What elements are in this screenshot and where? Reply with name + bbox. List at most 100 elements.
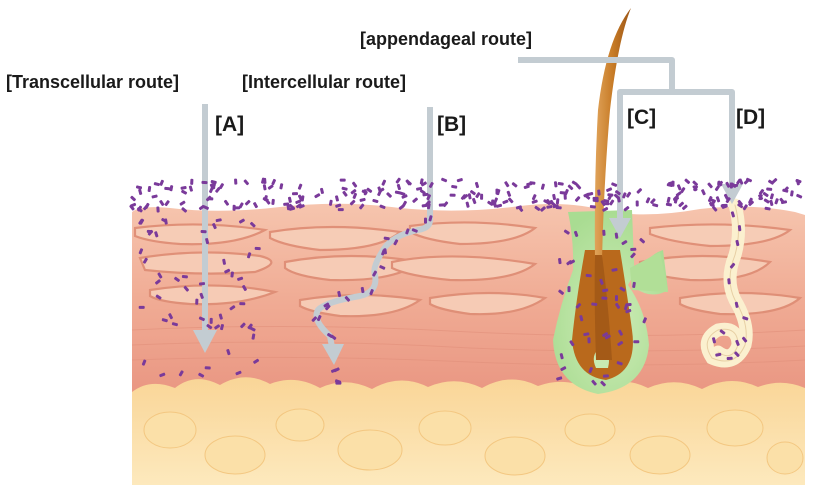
molecule-dot (247, 323, 253, 330)
molecule-dot (328, 199, 333, 206)
molecule-dot (602, 288, 609, 293)
molecule-dot (617, 340, 624, 347)
molecule-dot (337, 208, 344, 212)
molecule-dot (567, 286, 571, 293)
molecule-dot (790, 190, 794, 197)
molecule-dot (584, 194, 591, 200)
molecule-dot (279, 183, 284, 190)
molecule-dot (602, 332, 609, 338)
molecule-dot (206, 324, 213, 330)
label-d: [D] (736, 106, 765, 129)
molecule-dot (742, 204, 748, 211)
molecule-dot (597, 189, 601, 196)
molecule-dot (366, 187, 373, 193)
molecule-dot (645, 197, 651, 204)
molecule-dot (465, 201, 470, 208)
molecule-dot (237, 276, 244, 281)
molecule-dot (295, 203, 302, 209)
molecule-dot (707, 182, 713, 189)
molecule-dot (559, 191, 566, 195)
molecule-dot (359, 203, 365, 210)
molecule-dot (563, 229, 570, 235)
molecule-dot (300, 195, 305, 202)
molecule-dot (159, 200, 165, 206)
molecule-dot (398, 204, 405, 210)
molecule-dot (615, 302, 621, 309)
molecule-dot (198, 282, 206, 286)
molecule-dot (238, 202, 244, 209)
molecule-dot (534, 205, 541, 211)
molecule-dot (164, 186, 171, 191)
molecule-dot (625, 302, 632, 307)
molecule-dot (735, 339, 740, 346)
label-a: [A] (215, 113, 244, 136)
molecule-dot (665, 202, 672, 207)
molecule-dot (472, 197, 477, 205)
molecule-dot (558, 289, 564, 295)
molecule-dot (142, 257, 148, 264)
molecule-dot (372, 270, 378, 277)
molecule-dot (352, 192, 357, 199)
molecule-dot (316, 315, 322, 322)
molecule-dot (396, 183, 401, 191)
molecule-dot (416, 186, 423, 191)
molecule-dot (603, 199, 610, 203)
molecule-dot (714, 185, 720, 192)
molecule-dot (736, 178, 742, 185)
molecule-dot (267, 184, 274, 190)
molecule-dot (769, 199, 774, 206)
molecule-dot (377, 186, 382, 193)
molecule-dot (639, 237, 646, 244)
molecule-dot (559, 353, 564, 360)
molecule-dot (379, 265, 386, 270)
molecule-dot (224, 268, 231, 274)
molecule-dot (587, 337, 591, 344)
molecule-dot (762, 191, 769, 198)
molecule-dot (766, 187, 773, 191)
molecule-dot (399, 191, 406, 196)
molecule-dot (155, 279, 161, 285)
molecule-dot (511, 182, 518, 188)
molecule-dot (715, 196, 721, 203)
molecule-dot (602, 374, 609, 378)
molecule-dot (622, 192, 627, 199)
molecule-dot (155, 294, 162, 300)
molecule-dot (188, 185, 193, 192)
molecule-dot (157, 272, 163, 279)
molecule-dot (758, 194, 763, 201)
arrow-appendageal-bracket (518, 57, 675, 220)
molecule-dot (623, 206, 630, 212)
molecule-dot (219, 183, 224, 190)
molecule-dot (130, 195, 136, 202)
molecule-dot (555, 198, 560, 205)
molecule-dot (630, 252, 636, 259)
molecule-dot (240, 322, 246, 329)
molecule-dot (495, 203, 503, 208)
molecule-dot (701, 189, 706, 196)
molecule-dot (743, 178, 750, 185)
molecule-dot (496, 189, 501, 196)
molecule-dot (615, 295, 618, 302)
molecule-dot (215, 187, 221, 193)
molecule-dot (730, 211, 735, 218)
molecule-dot (556, 376, 563, 381)
molecule-dot (151, 194, 158, 199)
molecule-dot (383, 236, 390, 241)
molecule-dot (635, 200, 639, 207)
molecule-dot (599, 278, 604, 285)
molecule-dot (480, 193, 484, 200)
molecule-dot (692, 180, 699, 187)
molecule-dot (138, 248, 144, 255)
molecule-dot (253, 358, 260, 364)
molecule-dot (179, 200, 186, 206)
molecule-dot (190, 178, 194, 185)
molecule-dot (575, 303, 582, 309)
molecule-dot (604, 334, 611, 340)
molecule-dot (369, 289, 374, 296)
molecule-dot (737, 203, 744, 209)
sebaceous-gland (630, 252, 668, 292)
molecule-dot (386, 192, 392, 198)
molecule-dot (249, 326, 256, 332)
